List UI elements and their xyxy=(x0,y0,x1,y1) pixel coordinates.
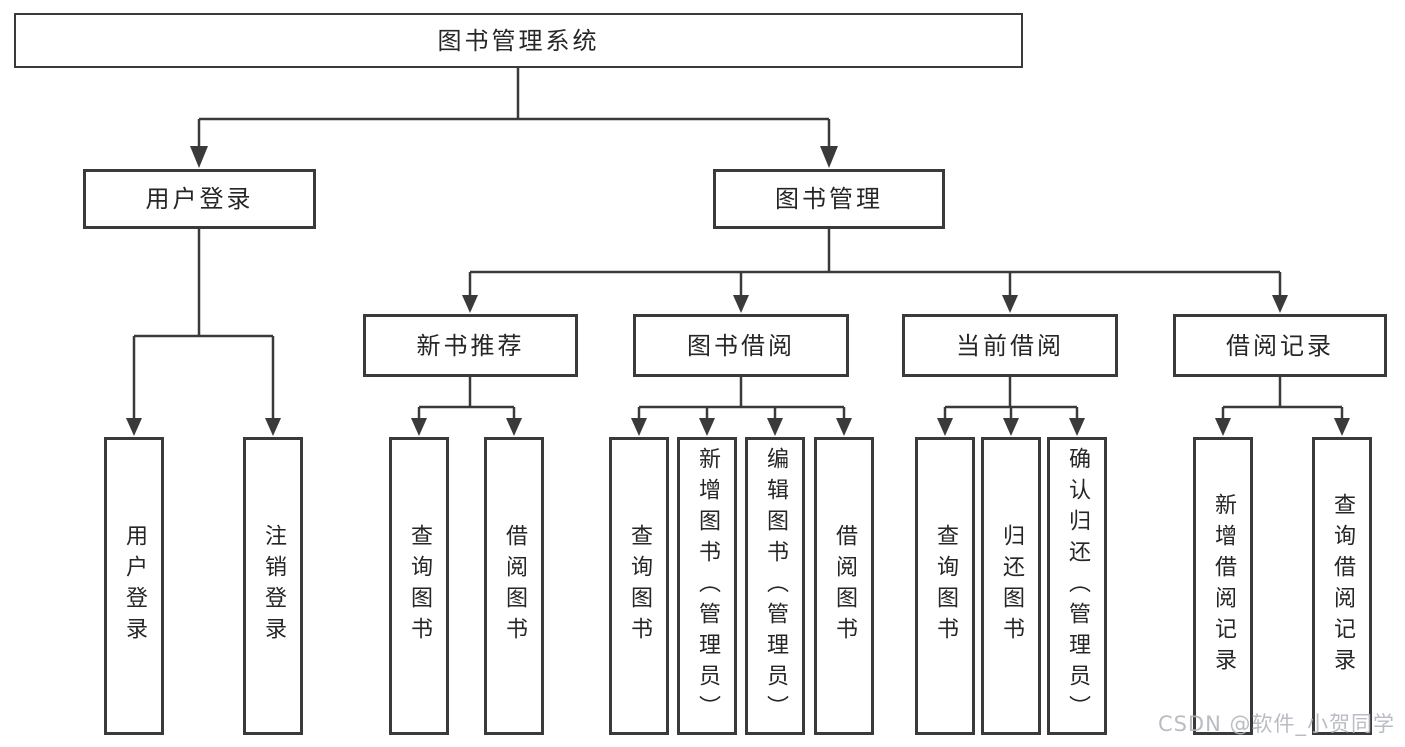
node-logout-label: 注销登录 xyxy=(261,524,286,648)
node-book-management-label: 图书管理 xyxy=(775,185,883,213)
connector-book-borrowing-children xyxy=(637,377,846,419)
arrowhead-borrowing-records xyxy=(1272,295,1288,313)
node-book-borrowing: 图书借阅 xyxy=(633,314,849,377)
arrowhead-bb-query-books xyxy=(631,418,647,436)
connector-root-children xyxy=(197,68,831,147)
arrowhead-cb-confirm-return xyxy=(1069,418,1085,436)
node-br-query-record-label: 查询借阅记录 xyxy=(1330,493,1355,679)
arrowhead-bb-add-books xyxy=(699,418,715,436)
node-root-label: 图书管理系统 xyxy=(437,26,600,55)
node-borrowing-records: 借阅记录 xyxy=(1173,314,1387,377)
node-bb-add-books-admin: 新增图书（管理员） xyxy=(677,437,737,735)
arrowhead-login xyxy=(126,418,142,436)
node-br-query-record: 查询借阅记录 xyxy=(1312,437,1372,735)
connector-current-borrowing-children xyxy=(943,377,1079,419)
node-login: 用户登录 xyxy=(104,437,164,735)
node-new-book-recommend: 新书推荐 xyxy=(363,314,578,377)
node-current-borrowing: 当前借阅 xyxy=(902,314,1118,377)
connector-user-login-children xyxy=(132,229,275,419)
node-logout: 注销登录 xyxy=(243,437,303,735)
node-borrowing-records-label: 借阅记录 xyxy=(1226,331,1334,360)
node-cb-confirm-return-admin-label: 确认归还（管理员） xyxy=(1065,446,1090,726)
connector-borrowing-records-children xyxy=(1221,377,1344,419)
node-bb-query-books-label: 查询图书 xyxy=(627,524,652,648)
node-bb-query-books: 查询图书 xyxy=(609,437,669,735)
arrowhead-rec-borrow-books xyxy=(506,418,522,436)
arrowhead-logout xyxy=(265,418,281,436)
node-cb-query-books-label: 查询图书 xyxy=(933,524,958,648)
node-root: 图书管理系统 xyxy=(14,13,1023,68)
node-bb-borrow-books-label: 借阅图书 xyxy=(832,524,857,648)
node-cb-return-books-label: 归还图书 xyxy=(999,524,1024,648)
node-cb-confirm-return-admin: 确认归还（管理员） xyxy=(1047,437,1107,735)
node-current-borrowing-label: 当前借阅 xyxy=(956,331,1064,360)
arrowhead-br-add-record xyxy=(1215,418,1231,436)
node-new-book-recommend-label: 新书推荐 xyxy=(416,331,525,360)
node-rec-borrow-books-label: 借阅图书 xyxy=(502,524,527,648)
arrowhead-book-management xyxy=(820,146,838,168)
arrowhead-bb-borrow-books xyxy=(836,418,852,436)
arrowhead-current-borrowing xyxy=(1002,295,1018,313)
node-cb-query-books: 查询图书 xyxy=(915,437,975,735)
connector-book-management-children xyxy=(468,229,1282,295)
node-bb-borrow-books: 借阅图书 xyxy=(814,437,874,735)
csdn-watermark: CSDN @软件_小贺同学 xyxy=(1157,712,1395,736)
node-book-borrowing-label: 图书借阅 xyxy=(687,331,795,360)
node-br-add-record-label: 新增借阅记录 xyxy=(1211,493,1236,679)
connector-new-book-recommend-children xyxy=(417,377,516,419)
node-bb-edit-books-admin-label: 编辑图书（管理员） xyxy=(763,446,788,726)
node-bb-add-books-admin-label: 新增图书（管理员） xyxy=(695,446,720,726)
node-br-add-record: 新增借阅记录 xyxy=(1193,437,1253,735)
node-cb-return-books: 归还图书 xyxy=(981,437,1041,735)
arrowhead-new-book-recommend xyxy=(462,295,478,313)
node-rec-query-books-label: 查询图书 xyxy=(407,524,432,648)
node-bb-edit-books-admin: 编辑图书（管理员） xyxy=(745,437,805,735)
arrowhead-user-login xyxy=(190,146,208,168)
arrowhead-cb-return-books xyxy=(1003,418,1019,436)
node-book-management: 图书管理 xyxy=(713,169,945,229)
arrowhead-br-query-record xyxy=(1334,418,1350,436)
node-rec-borrow-books: 借阅图书 xyxy=(484,437,544,735)
arrowhead-bb-edit-books xyxy=(767,418,783,436)
node-user-login-label: 用户登录 xyxy=(145,185,254,213)
arrowhead-rec-query-books xyxy=(411,418,427,436)
arrowhead-book-borrowing xyxy=(733,295,749,313)
node-user-login: 用户登录 xyxy=(83,169,316,229)
arrowhead-cb-query-books xyxy=(937,418,953,436)
node-rec-query-books: 查询图书 xyxy=(389,437,449,735)
node-login-label: 用户登录 xyxy=(122,524,147,648)
